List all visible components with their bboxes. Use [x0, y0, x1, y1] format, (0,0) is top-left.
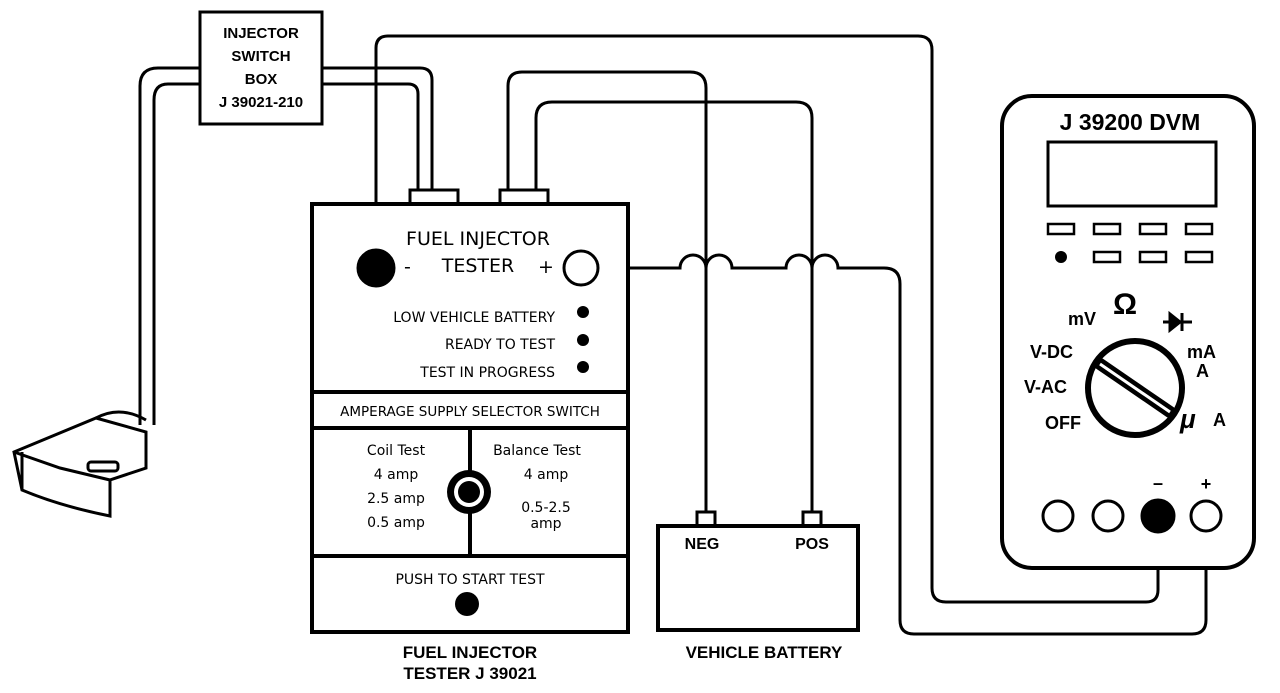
- dial-label-mv: mV: [1068, 309, 1096, 329]
- switchbox-tester-cable-inner: [322, 82, 420, 193]
- connector-top-edge: [13, 450, 111, 482]
- selector-knob-center: [458, 481, 480, 503]
- indicator-led-low-battery: [577, 306, 589, 318]
- dvm-power-indicator: [1055, 251, 1067, 263]
- switch-box-label-4: J 39021-210: [219, 94, 303, 111]
- connector-body: [12, 416, 148, 518]
- connector-boot: [95, 410, 147, 422]
- tester-caption-2: TESTER J 39021: [403, 664, 536, 683]
- dvm-negative-jack[interactable]: [1140, 498, 1176, 534]
- indicator-label-ready: READY TO TEST: [445, 337, 555, 353]
- tester-positive-jack[interactable]: [562, 249, 600, 287]
- injector-connector: [12, 410, 148, 518]
- indicator-label-low-battery: LOW VEHICLE BATTERY: [393, 310, 555, 326]
- dvm-button-r2c3[interactable]: [1138, 250, 1168, 264]
- push-to-start-label: PUSH TO START TEST: [395, 572, 544, 588]
- battery-neg-label: NEG: [685, 536, 720, 553]
- harness-cable-outer: [138, 66, 200, 425]
- switch-box-label-2: SWITCH: [231, 48, 290, 65]
- dvm-plus-label: +: [1201, 474, 1212, 494]
- dvm-jack-2[interactable]: [1091, 499, 1125, 533]
- dvm-button-r1c2[interactable]: [1092, 222, 1122, 236]
- tester-neg-to-dvm-neg-wire: [374, 34, 1160, 604]
- tester-minus-label: -: [404, 256, 411, 278]
- dial-label-off: OFF: [1045, 413, 1081, 433]
- battery-caption: VEHICLE BATTERY: [686, 643, 843, 662]
- switchbox-tester-cable-outer: [322, 66, 434, 193]
- dial-pointer-highlight: [1099, 362, 1171, 414]
- dvm-title: J 39200 DVM: [1060, 109, 1201, 135]
- amperage-selector-knob[interactable]: [447, 470, 491, 514]
- balance-option-4amp: 4 amp: [524, 467, 569, 483]
- dvm-rotary-dial[interactable]: [1085, 338, 1185, 438]
- dvm-button-r2c4[interactable]: [1184, 250, 1214, 264]
- battery-pos-label: POS: [795, 536, 829, 553]
- battery-neg-terminal: [695, 510, 717, 528]
- dial-label-a: A: [1196, 361, 1209, 381]
- tester-plus-label: +: [538, 256, 554, 278]
- diode-icon: [1163, 310, 1192, 334]
- battery-lead-inner: [534, 100, 814, 512]
- switch-box-label-3: BOX: [245, 71, 278, 88]
- dvm-button-r2c2[interactable]: [1092, 250, 1122, 264]
- indicator-led-in-progress: [577, 361, 589, 373]
- dial-label-ohm: Ω: [1113, 288, 1137, 321]
- switch-box-label-1: INJECTOR: [223, 25, 299, 42]
- dial-label-vdc: V-DC: [1030, 342, 1073, 362]
- dvm-display: [1046, 140, 1218, 208]
- tester-pos-to-dvm-pos-wire: [598, 253, 1208, 636]
- indicator-label-in-progress: TEST IN PROGRESS: [419, 365, 555, 381]
- dial-label-ma: mA: [1187, 342, 1216, 362]
- injector-switch-box: INJECTOR SWITCH BOX J 39021-210: [198, 10, 324, 126]
- dvm-body: [1000, 94, 1256, 570]
- battery-pos-terminal: [801, 510, 823, 528]
- battery-body: [656, 524, 860, 632]
- indicator-led-ready: [577, 334, 589, 346]
- dvm-jack-1[interactable]: [1041, 499, 1075, 533]
- dvm-positive-jack[interactable]: [1189, 499, 1223, 533]
- switch-box-outline: [198, 10, 324, 126]
- dvm-button-r1c1[interactable]: [1046, 222, 1076, 236]
- tester-negative-jack[interactable]: [356, 248, 396, 288]
- balance-option-range-unit: amp: [530, 516, 561, 532]
- tester-title-2: TESTER: [441, 255, 514, 277]
- balance-test-title: Balance Test: [493, 443, 581, 459]
- cables: [138, 34, 1208, 636]
- digital-voltmeter: J 39200 DVM mV Ω V-DC V-AC OFF mA A μ A: [1000, 94, 1256, 570]
- dial-label-vac: V-AC: [1024, 377, 1067, 397]
- selector-header: AMPERAGE SUPPLY SELECTOR SWITCH: [340, 404, 600, 420]
- vehicle-battery: NEG POS VEHICLE BATTERY: [656, 510, 860, 662]
- connector-latch: [86, 460, 120, 473]
- harness-cable-inner: [152, 82, 200, 425]
- dvm-minus-label: –: [1153, 473, 1163, 493]
- tester-title-1: FUEL INJECTOR: [406, 228, 550, 250]
- tester-caption-1: FUEL INJECTOR: [403, 643, 537, 662]
- dvm-button-r1c3[interactable]: [1138, 222, 1168, 236]
- coil-option-2-5amp: 2.5 amp: [367, 491, 425, 507]
- dial-label-micro: μ: [1179, 404, 1196, 434]
- push-to-start-button[interactable]: [455, 592, 479, 616]
- dvm-button-r1c4[interactable]: [1184, 222, 1214, 236]
- coil-option-4amp: 4 amp: [374, 467, 419, 483]
- balance-option-range: 0.5-2.5: [521, 500, 571, 516]
- coil-option-0-5amp: 0.5 amp: [367, 515, 425, 531]
- coil-test-title: Coil Test: [367, 443, 426, 459]
- battery-lead-outer: [506, 70, 708, 512]
- dial-label-micro-a: A: [1213, 410, 1226, 430]
- fuel-injector-tester: FUEL INJECTOR TESTER - + LOW VEHICLE BAT…: [310, 188, 630, 683]
